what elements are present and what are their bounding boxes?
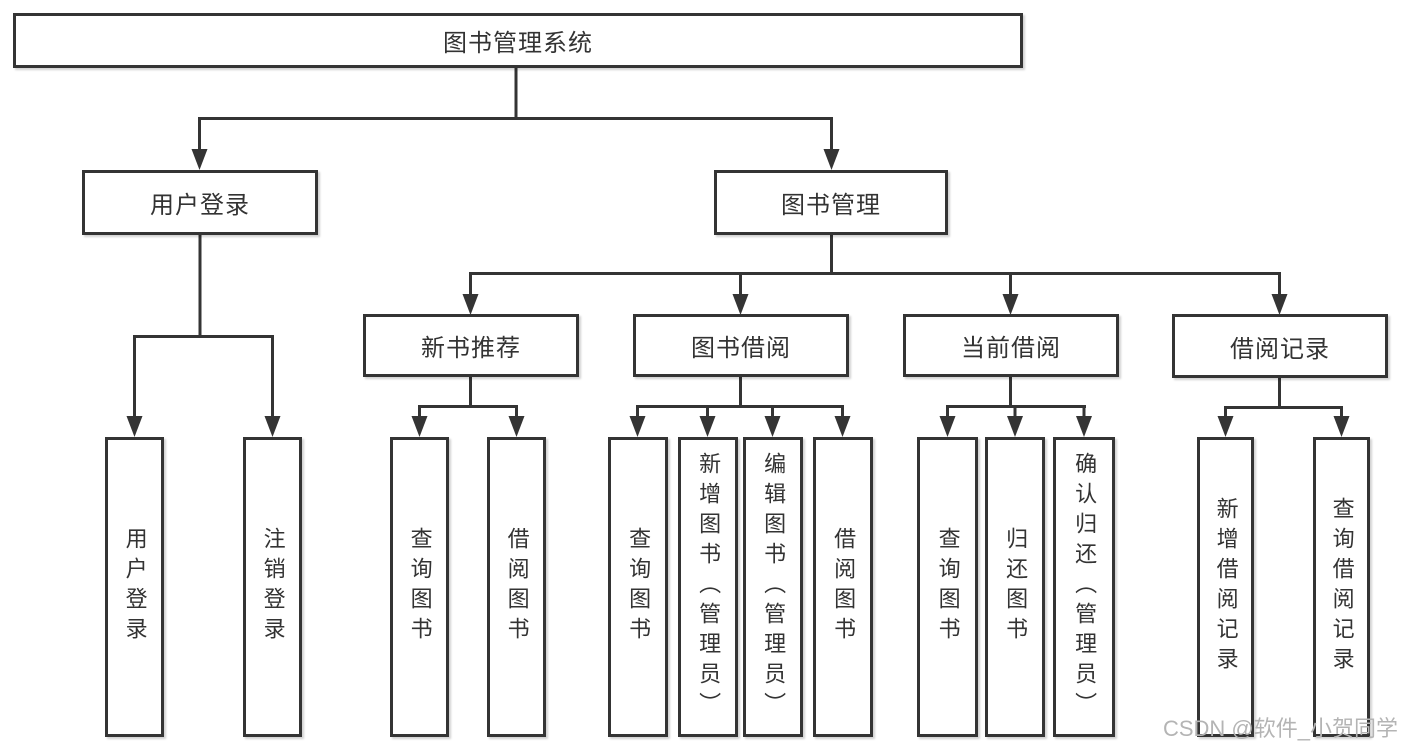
arrowhead-icon [1002, 294, 1019, 315]
node-label: 新增图书（管理员） [696, 452, 722, 722]
node-user-login: 用户登录 [82, 170, 318, 235]
node-label: 图书管理 [781, 192, 881, 219]
arrowhead-icon [939, 416, 956, 437]
leaf-confirm-return-admin: 确认归还（管理员） [1053, 437, 1115, 737]
connector-paths [133, 67, 1343, 419]
csdn-watermark: CSDN @软件_小贺同学 [1162, 716, 1398, 741]
leaf-return-books: 归还图书 [985, 437, 1045, 737]
node-label: 图书管理系统 [443, 30, 593, 57]
arrowhead-icon [508, 416, 525, 437]
node-label: 当前借阅 [961, 335, 1061, 362]
node-label: 图书借阅 [691, 335, 791, 362]
arrowhead-icon [126, 416, 143, 437]
node-label: 查询图书 [626, 527, 652, 647]
arrowhead-icon [732, 294, 749, 315]
arrowhead-icon [699, 416, 716, 437]
node-book-borrowing: 图书借阅 [633, 314, 849, 377]
node-label: 用户登录 [122, 527, 148, 647]
node-label: 借阅记录 [1230, 335, 1330, 363]
leaf-borrow-books-recommend: 借阅图书 [487, 437, 546, 737]
leaf-user-login: 用户登录 [105, 437, 164, 737]
arrowhead-icon [264, 416, 281, 437]
node-label: 归还图书 [1003, 527, 1029, 647]
arrowhead-icon [1271, 294, 1288, 315]
arrowheads [126, 149, 1350, 437]
node-label: 查询图书 [407, 527, 433, 647]
leaf-borrow-books-borrowing: 借阅图书 [813, 437, 873, 737]
leaf-add-book-admin: 新增图书（管理员） [678, 437, 738, 737]
leaf-logout: 注销登录 [243, 437, 302, 737]
leaf-query-books-recommend: 查询图书 [390, 437, 449, 737]
arrowhead-icon [1333, 416, 1350, 437]
arrowhead-icon [191, 149, 208, 170]
arrowhead-icon [629, 416, 646, 437]
node-label: 新书推荐 [421, 335, 521, 362]
arrowhead-icon [834, 416, 851, 437]
node-borrowing-records: 借阅记录 [1172, 314, 1388, 378]
node-label: 查询借阅记录 [1329, 497, 1355, 677]
node-root-library-management-system: 图书管理系统 [13, 13, 1023, 68]
node-label: 用户登录 [150, 192, 250, 219]
node-label: 新增借阅记录 [1213, 497, 1239, 677]
arrowhead-icon [462, 294, 479, 315]
node-book-management: 图书管理 [714, 170, 948, 235]
node-label: 编辑图书（管理员） [761, 452, 787, 722]
arrowhead-icon [1007, 416, 1023, 437]
arrowhead-icon [411, 416, 428, 437]
node-new-book-recommendation: 新书推荐 [363, 314, 579, 377]
node-label: 查询图书 [935, 527, 961, 647]
leaf-query-borrow-record: 查询借阅记录 [1313, 437, 1370, 737]
arrowhead-icon [1217, 416, 1234, 437]
node-current-borrowing: 当前借阅 [903, 314, 1119, 377]
node-label: 借阅图书 [504, 527, 530, 647]
node-label: 注销登录 [260, 527, 286, 647]
arrowhead-icon [764, 416, 781, 437]
leaf-edit-book-admin: 编辑图书（管理员） [743, 437, 803, 737]
leaf-query-books-borrowing: 查询图书 [608, 437, 668, 737]
node-label: 借阅图书 [831, 527, 857, 647]
arrowhead-icon [1076, 416, 1092, 437]
arrowhead-icon [823, 149, 840, 170]
leaf-query-books-current: 查询图书 [917, 437, 978, 737]
node-label: 确认归还（管理员） [1072, 452, 1098, 722]
leaf-add-borrow-record: 新增借阅记录 [1197, 437, 1254, 737]
